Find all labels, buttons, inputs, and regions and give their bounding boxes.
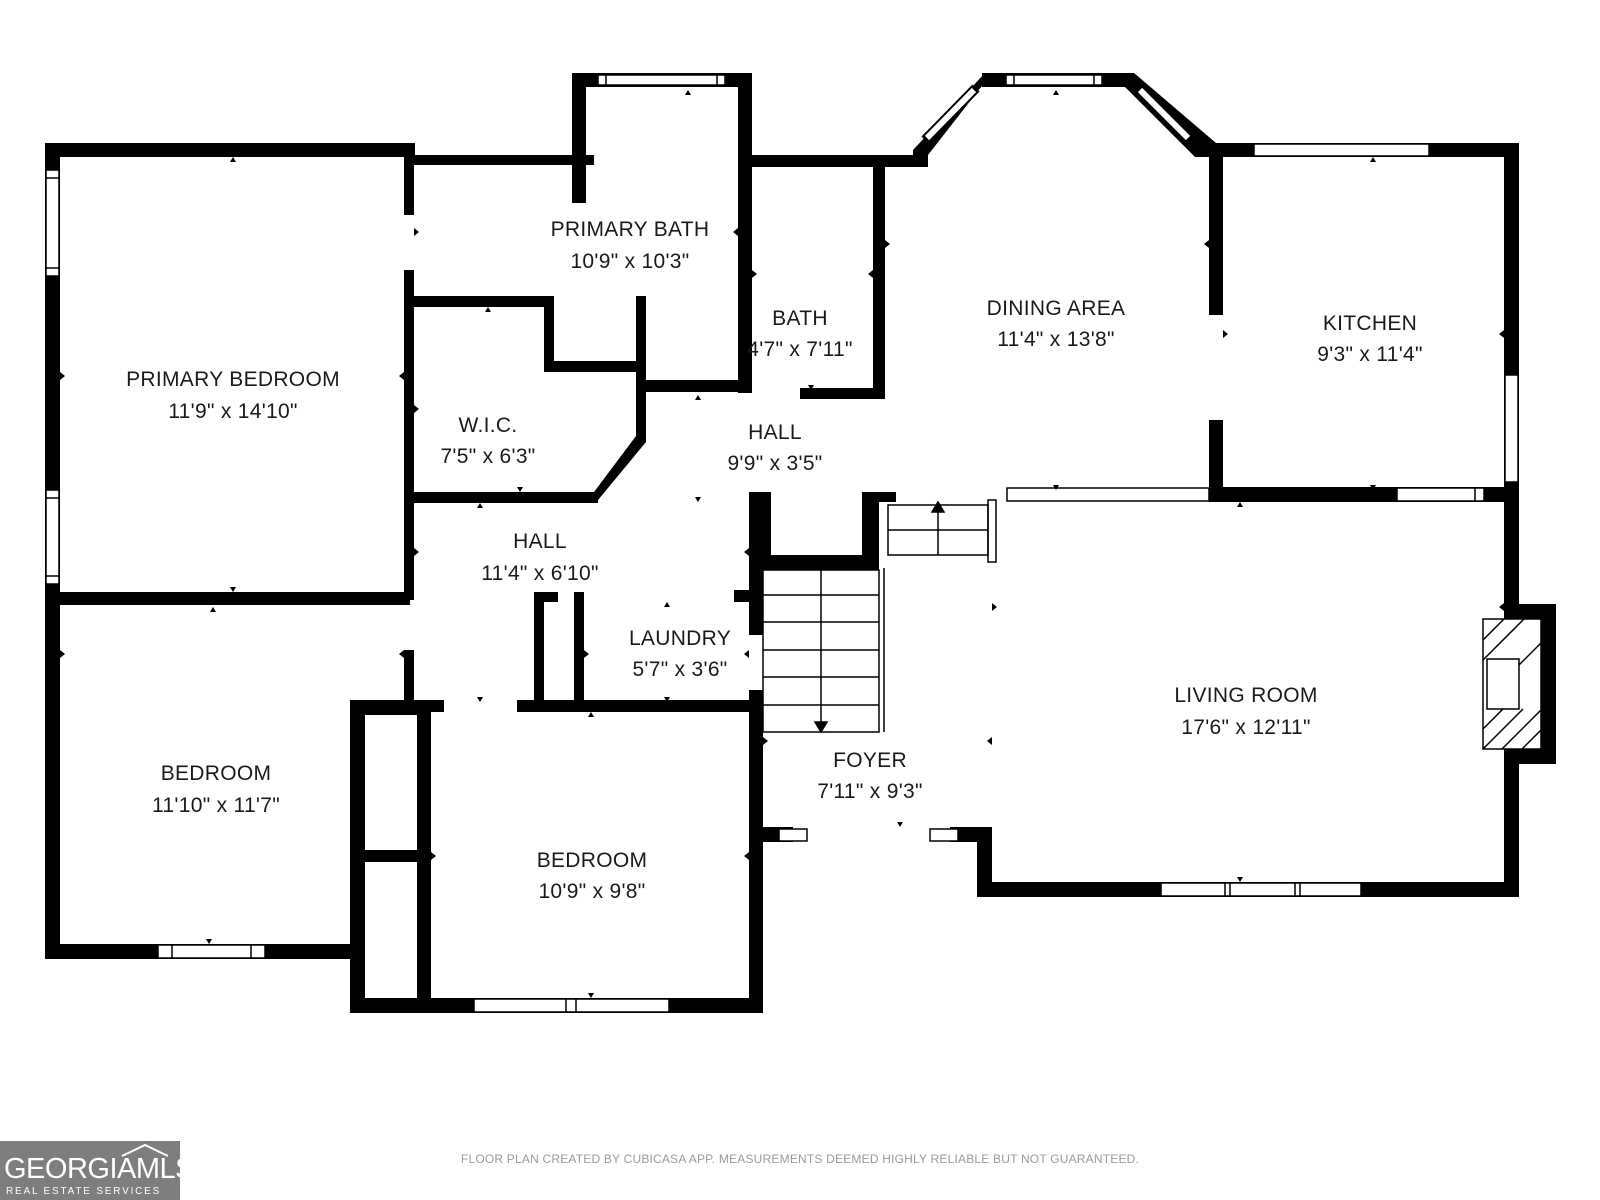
room-name-foyer: FOYER xyxy=(833,749,907,772)
room-name-dining-area: DINING AREA xyxy=(987,297,1126,320)
room-dims-hall-lower: 11'4" x 6'10" xyxy=(481,562,599,585)
room-name-living-room: LIVING ROOM xyxy=(1174,684,1317,707)
room-name-primary-bedroom: PRIMARY BEDROOM xyxy=(126,368,340,391)
entry-steps xyxy=(887,499,997,563)
logo-tagline: REAL ESTATE SERVICES xyxy=(6,1186,162,1197)
room-name-hall-upper: HALL xyxy=(748,421,802,444)
room-name-hall-lower: HALL xyxy=(513,530,567,553)
room-dims-laundry: 5'7" x 3'6" xyxy=(632,658,727,681)
room-dims-primary-bath: 10'9" x 10'3" xyxy=(570,250,689,273)
room-name-kitchen: KITCHEN xyxy=(1323,312,1417,335)
roof-icon xyxy=(121,1143,169,1157)
disclaimer-text: FLOOR PLAN CREATED BY CUBICASA APP. MEAS… xyxy=(460,1152,1140,1166)
room-name-bedroom-center: BEDROOM xyxy=(537,849,648,872)
window-mullions xyxy=(46,75,1476,1012)
georgia-mls-logo: GEORGIAMLS REAL ESTATE SERVICES xyxy=(0,1141,195,1200)
room-dims-foyer: 7'11" x 9'3" xyxy=(817,780,923,803)
room-dims-living-room: 17'6" x 12'11" xyxy=(1181,716,1311,739)
dimension-markers xyxy=(60,90,1504,998)
room-name-laundry: LAUNDRY xyxy=(629,627,731,650)
room-dims-dining-area: 11'4" x 13'8" xyxy=(997,328,1115,351)
room-dims-hall-upper: 9'9" x 3'5" xyxy=(727,452,822,475)
room-name-primary-bath: PRIMARY BATH xyxy=(551,218,710,241)
room-name-wic: W.I.C. xyxy=(459,414,518,437)
room-name-bath: BATH xyxy=(772,307,828,330)
room-dims-bedroom-left: 11'10" x 11'7" xyxy=(152,794,280,817)
fireplace xyxy=(1482,618,1542,750)
room-dims-bath: 4'7" x 7'11" xyxy=(747,338,853,361)
room-dims-wic: 7'5" x 6'3" xyxy=(440,445,535,468)
walls xyxy=(45,73,1556,1013)
room-dims-primary-bedroom: 11'9" x 14'10" xyxy=(168,400,298,423)
room-name-bedroom-left: BEDROOM xyxy=(161,762,272,785)
room-dims-kitchen: 9'3" x 11'4" xyxy=(1317,343,1423,366)
room-dims-bedroom-center: 10'9" x 9'8" xyxy=(538,880,645,903)
room-labels: PRIMARY BEDROOM 11'9" x 14'10" PRIMARY B… xyxy=(126,218,1423,903)
windows xyxy=(45,74,1519,1013)
staircase xyxy=(762,568,885,734)
bay-window-glass xyxy=(924,87,1191,141)
logo-wordmark: GEORGIAMLS xyxy=(4,1153,195,1185)
